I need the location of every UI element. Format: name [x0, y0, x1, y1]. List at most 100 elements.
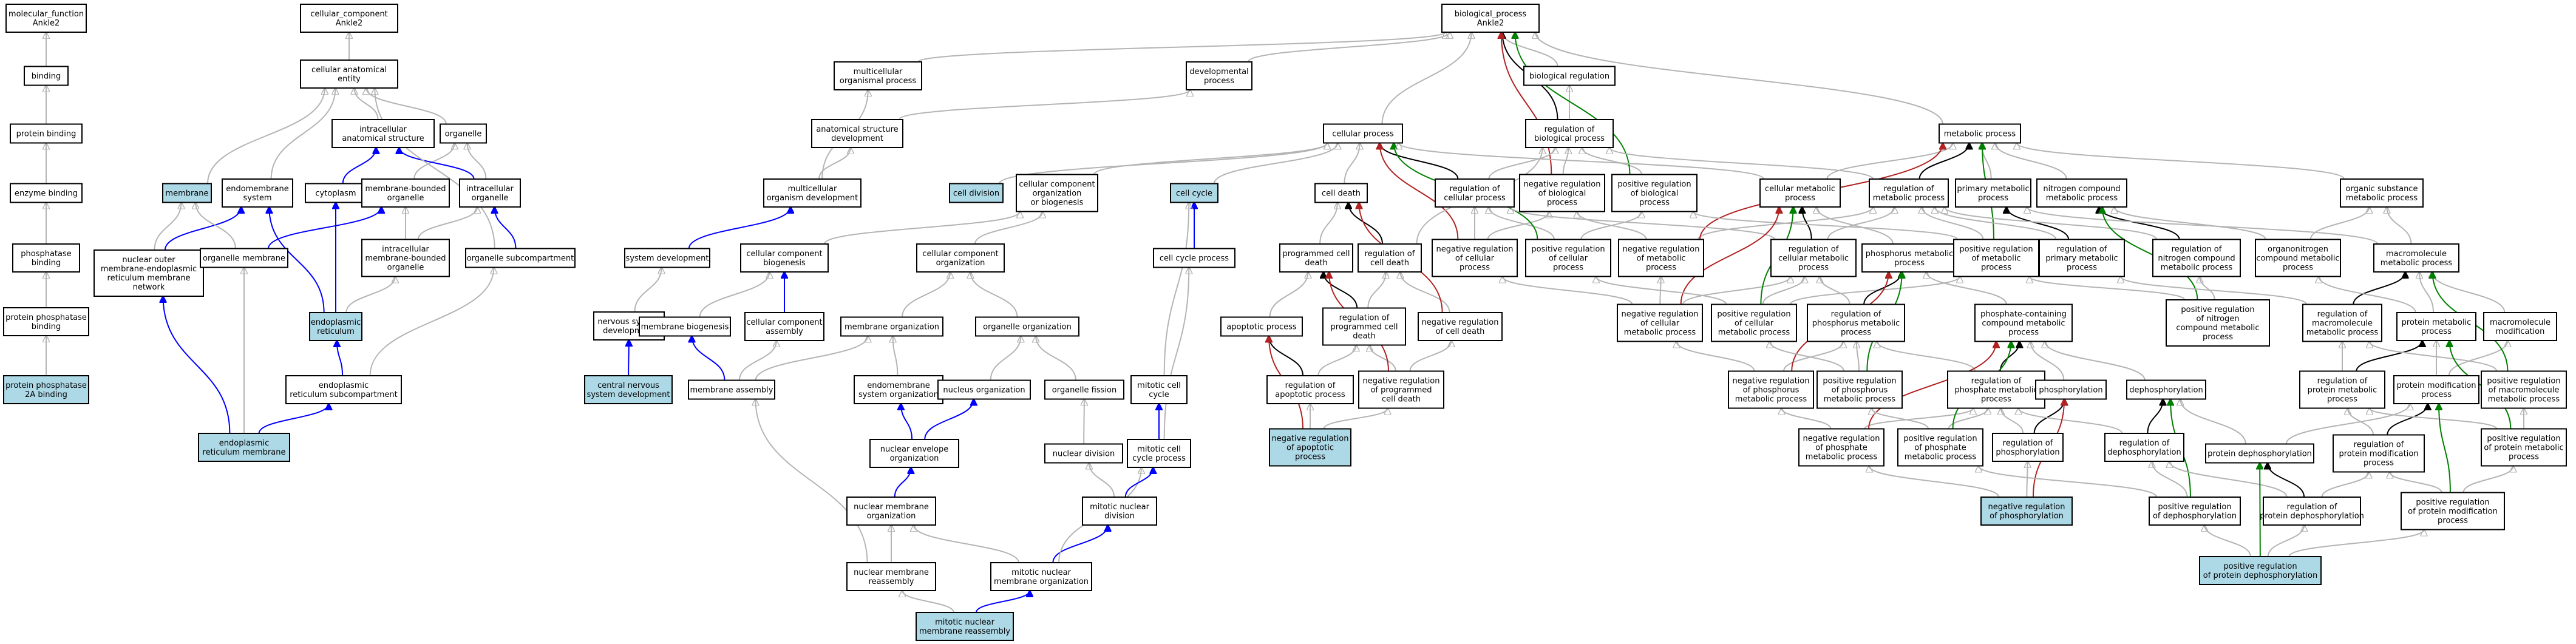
term-node-cell-cycle-process[interactable]: cell cycle process	[1153, 248, 1235, 268]
term-node-membrane-biogenesis[interactable]: membrane biogenesis	[639, 316, 731, 337]
term-node-organelle-fission[interactable]: organelle fission	[1044, 379, 1124, 400]
term-node-protein-binding[interactable]: protein binding	[10, 123, 83, 144]
term-node-organelle-membrane[interactable]: organelle membrane	[200, 248, 288, 268]
term-node-cytoplasm[interactable]: cytoplasm	[305, 183, 367, 203]
term-node-phosphorylation[interactable]: phosphorylation	[2035, 379, 2107, 400]
term-node-membrane-assembly[interactable]: membrane assembly	[688, 379, 775, 400]
term-node-protein-dephosphorylation[interactable]: protein dephosphorylation	[2205, 443, 2314, 464]
term-node-nuclear-division[interactable]: nuclear division	[1044, 443, 1123, 464]
term-node-cellular-process[interactable]: cellular process	[1323, 123, 1403, 144]
term-node-organelle-organization[interactable]: organelle organization	[975, 316, 1079, 337]
term-node-membrane[interactable]: membrane	[162, 183, 212, 203]
term-node-biological-regulation[interactable]: biological regulation	[1523, 66, 1616, 86]
term-node-apoptotic-process[interactable]: apoptotic process	[1220, 316, 1303, 337]
term-node-cell-division[interactable]: cell division	[949, 183, 1004, 203]
term-node-enzyme-binding[interactable]: enzyme binding	[10, 183, 83, 203]
term-node-organelle[interactable]: organelle	[440, 123, 487, 144]
term-node-cell-cycle[interactable]: cell cycle	[1170, 183, 1218, 203]
term-node-organelle-subcompartment[interactable]: organelle subcompartment	[465, 248, 576, 268]
term-node-binding[interactable]: binding	[24, 66, 69, 86]
term-node-nuclear-outer-membrane[interactable]: nuclear outermembrane-endoplasmicreticul…	[93, 249, 204, 297]
term-node-nucleus-organization[interactable]: nucleus organization	[937, 379, 1031, 400]
term-node-metabolic-process[interactable]: metabolic process	[1939, 123, 2021, 144]
term-node-membrane-organization[interactable]: membrane organization	[840, 316, 943, 337]
term-node-dephosphorylation[interactable]: dephosphorylation	[2126, 379, 2206, 400]
